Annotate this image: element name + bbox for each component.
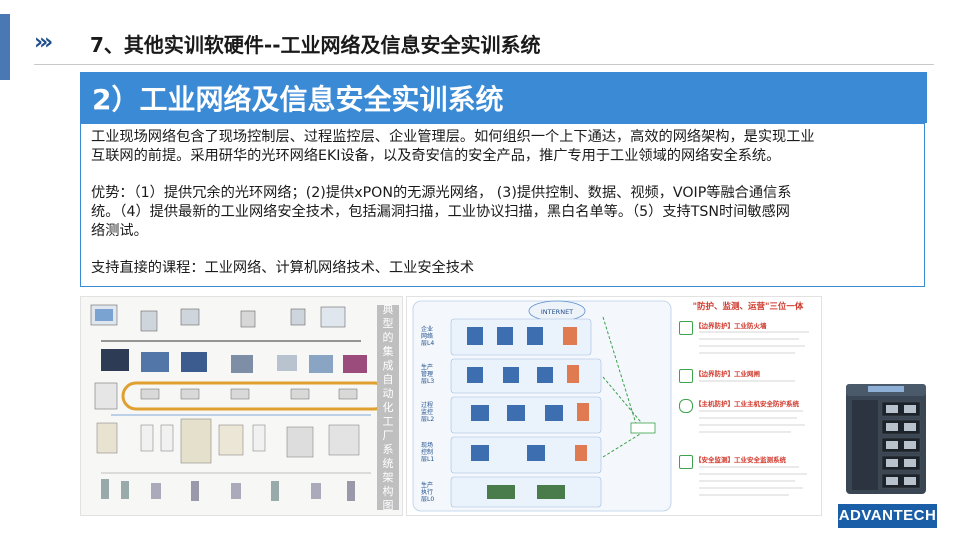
intro-line-2: 互联网的前提。采用研华的光环网络EKI设备，以及奇安信的安全产品，推广专用于工业… [91,148,781,164]
advantages-line-3: 络测试。 [91,223,148,239]
firewall-icon [679,321,693,335]
factory-architecture-diagram: 典 型 的 集 成 自 动 化 工 厂 系 统 架 构 图 [80,296,403,516]
security-item-gateway: 【边界防护】工业网闸 [679,365,819,395]
intro-line-1: 工业现场网络包含了现场控制层、过程监控层、企业管理层。如何组织一个上下通达，高效… [91,129,815,145]
chevrons-icon: ››› [34,30,53,55]
diagram-vertical-label: 典 型 的 集 成 自 动 化 工 厂 系 统 架 构 图 [377,303,399,512]
advantech-logo: ADVANTECH [838,504,937,528]
security-items: 【边界防护】工业防火墙 【边界防护】工业网闸 【主机防护】工业主机安全防护系统 [679,317,819,511]
shield-icon [679,399,693,413]
advantages-line-1: 优势：（1）提供冗余的光环网络；(2)提供xPON的无源光网络， (3)提供控制… [91,185,792,201]
factory-architecture-graphic [90,304,389,501]
title-divider [34,64,934,65]
security-panel: "防护、监测、运营"三位一体 【边界防护】工业防火墙 【边界防护】工业网闸 【主… [677,299,819,513]
security-item-monitoring: 【安全监测】工业安全监测系统 [679,451,819,511]
switch-device-graphic [846,384,926,494]
description-box: 工业现场网络包含了现场控制层、过程监控层、企业管理层。如何组织一个上下通达，高效… [80,123,925,287]
security-item-firewall: 【边界防护】工业防火墙 [679,317,819,365]
security-item-host: 【主机防护】工业主机安全防护系统 [679,395,819,451]
gateway-icon [679,369,693,383]
layer-label-l3: 生产管理层L3 [421,363,434,385]
layer-label-l0: 生产执行层L0 [421,481,434,503]
monitor-icon [679,455,693,469]
security-panel-title: "防护、监测、运营"三位一体 [692,302,804,312]
side-accent-bar [0,14,10,80]
layer-label-l2: 过程监控层L2 [421,401,434,423]
network-layers-graphic: INTERNET 企业网络层L4 生产管理层L3 过程监控层L2 现场控制层L1… [412,300,672,512]
slide-title: 7、其他实训软硬件--工业网络及信息安全实训系统 [90,33,541,57]
section-header: 2）工业网络及信息安全实训系统 [80,72,927,123]
network-security-diagram: INTERNET 企业网络层L4 生产管理层L3 过程监控层L2 现场控制层L1… [406,296,822,516]
section-title: 2）工业网络及信息安全实训系统 [92,83,504,116]
layer-label-l1: 现场控制层L1 [421,441,434,463]
advantages-line-2: 统。（4）提供最新的工业网络安全技术，包括漏洞扫描，工业协议扫描，黑白名单等。（… [91,204,790,220]
courses-line: 支持直接的课程：工业网络、计算机网络技术、工业安全技术 [91,260,475,276]
internet-label: INTERNET [541,308,573,316]
layer-label-l4: 企业网络层L4 [421,325,434,347]
eki-switch-photo [838,378,934,496]
